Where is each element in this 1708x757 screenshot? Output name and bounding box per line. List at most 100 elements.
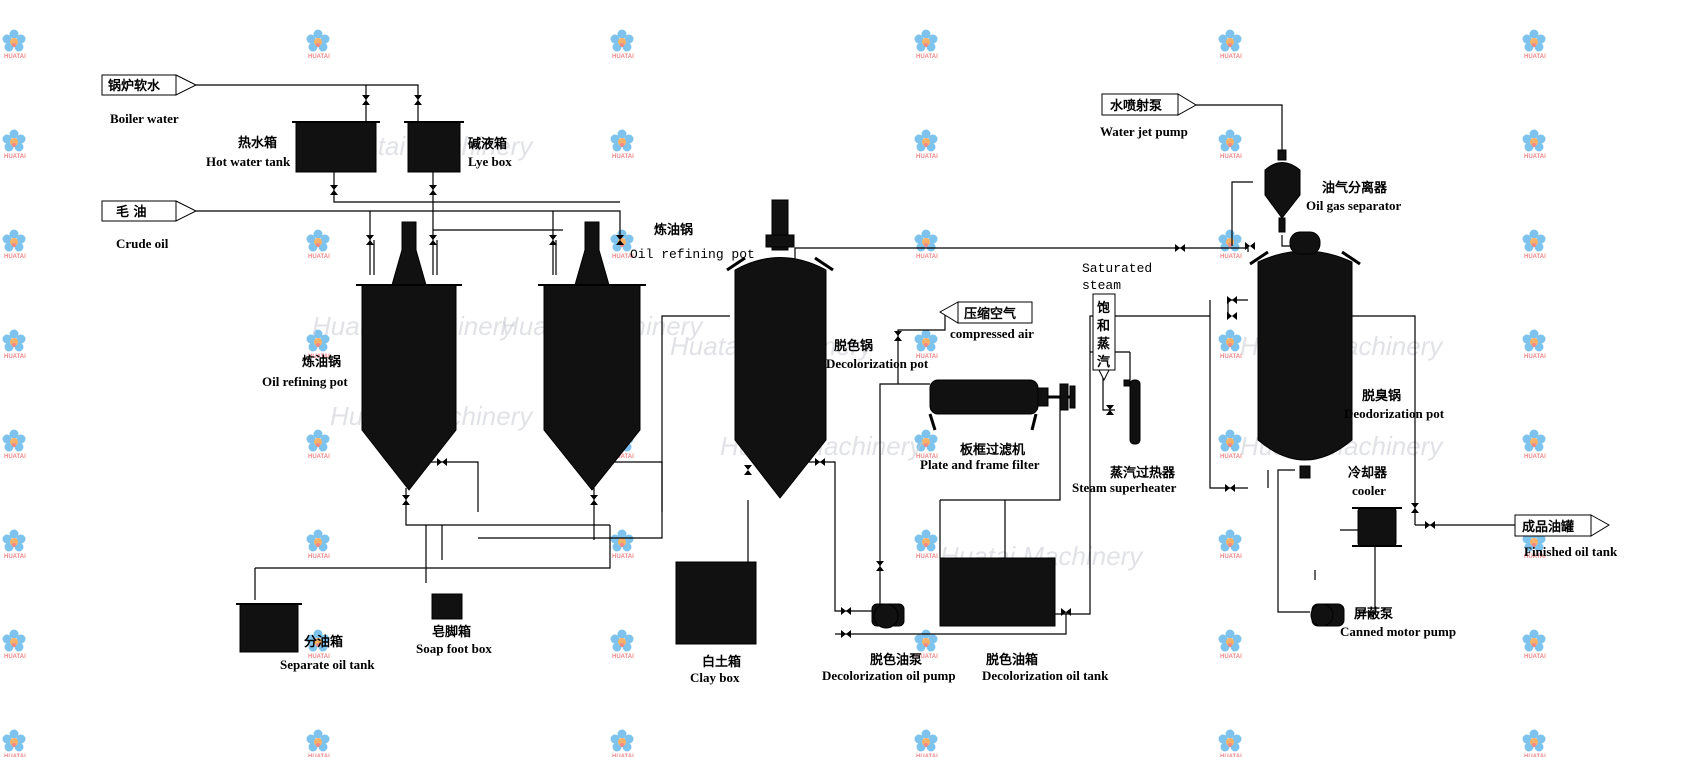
watermark-logo: HUATAI [1522, 529, 1546, 560]
watermark-logo: HUATAI [1218, 429, 1242, 460]
cooler [1352, 507, 1402, 547]
watermark-logo: HUATAI [610, 429, 634, 460]
water-jet-pump-cn: 水喷射泵 [1110, 98, 1162, 114]
oil-refining-pot-1 [356, 221, 462, 491]
hot-water-tank-en: Hot water tank [206, 154, 291, 169]
watermark-brand: HUATAI [308, 454, 330, 460]
watermark-logo: HUATAI [610, 629, 634, 660]
water-jet-pump-en: Water jet pump [1100, 124, 1188, 139]
watermark-logo: HUATAI [1218, 729, 1242, 757]
decolorization-oil-pump [871, 603, 905, 629]
lye-box-cn: 碱液箱 [468, 136, 507, 151]
boiler-water-en: Boiler water [110, 111, 179, 126]
watermark-brand: HUATAI [1524, 554, 1546, 560]
watermark-brand: HUATAI [1220, 154, 1242, 160]
steam-superheater [1123, 379, 1141, 445]
watermark-brand: HUATAI [4, 254, 26, 260]
crude-oil-en: Crude oil [116, 236, 169, 251]
watermark-brand: HUATAI [1524, 354, 1546, 360]
watermark-brand: HUATAI [1524, 254, 1546, 260]
watermark-logo: HUATAI [2, 429, 26, 460]
decolorization-oil-pump-en: Decolorization oil pump [822, 668, 956, 683]
watermark-brand: HUATAI [612, 454, 634, 460]
canned-motor-pump-cn: 屏蔽泵 [1354, 606, 1393, 621]
watermark-brand: HUATAI [4, 454, 26, 460]
watermark-brand: HUATAI [612, 154, 634, 160]
soap-foot-box [431, 593, 463, 620]
finished-oil-tank-box: 成品油罐 [1514, 514, 1610, 537]
watermark-brand: HUATAI [612, 54, 634, 60]
watermark-logo: HUATAI [2, 29, 26, 60]
watermark-brand: HUATAI [1524, 654, 1546, 660]
watermark-logo: HUATAI [610, 29, 634, 60]
watermark-brand: HUATAI [4, 354, 26, 360]
watermark-logo: HUATAI [610, 529, 634, 560]
decolorization-oil-tank [939, 557, 1056, 627]
pipe-network [180, 84, 1515, 635]
canned-motor-pump-en: Canned motor pump [1340, 624, 1456, 639]
watermark-logo: HUATAI [1522, 129, 1546, 160]
oil-refining-pot-2 [538, 221, 646, 491]
watermark-logo: HUATAI [610, 229, 634, 260]
watermark-brand: HUATAI [1220, 254, 1242, 260]
saturated-steam-cn-1: 饱 [1096, 300, 1110, 316]
watermark-brand: HUATAI [612, 554, 634, 560]
compressed-air-box: 压缩空气 [939, 301, 1033, 324]
hot-water-tank [292, 121, 380, 173]
watermark-logo: HUATAI [1522, 729, 1546, 757]
watermark-logo: HUATAI [610, 729, 634, 757]
watermark-logo: HUATAI [1218, 629, 1242, 660]
boiler-water-inlet: 锅炉软水 [101, 74, 198, 96]
watermark-logo: HUATAI [914, 329, 938, 360]
decolorization-pot-en: Decolorization pot [826, 356, 929, 371]
decolorization-oil-pump-cn: 脱色油泵 [870, 652, 922, 667]
finished-oil-tank-cn: 成品油罐 [1522, 519, 1574, 535]
oil-refining-pot-1-cn: 炼油锅 [302, 354, 341, 369]
watermark-logo: HUATAI [914, 629, 938, 660]
watermark-brand: HUATAI [916, 654, 938, 660]
watermark-brand: HUATAI [1524, 154, 1546, 160]
watermark-logo: HUATAI [914, 29, 938, 60]
watermark-brand: HUATAI [308, 754, 330, 757]
soap-foot-box-cn: 皂脚箱 [432, 624, 471, 639]
watermark-logo: HUATAI [306, 29, 330, 60]
watermark-logo: HUATAI [2, 529, 26, 560]
saturated-steam-cn-3: 蒸 [1097, 336, 1110, 352]
decolorization-pot-cn: 脱色锅 [834, 338, 873, 353]
watermark-brand: HUATAI [916, 754, 938, 757]
compressed-air-en: compressed air [950, 326, 1034, 341]
watermark-logo: HUATAI [2, 129, 26, 160]
watermark-logo: HUATAI [914, 529, 938, 560]
plate-frame-filter-cn: 板框过滤机 [960, 442, 1025, 457]
watermark-brand: HUATAI [1220, 54, 1242, 60]
watermark-logo: HUATAI [1522, 329, 1546, 360]
watermark-logo: HUATAI [2, 629, 26, 660]
finished-oil-tank-en: Finished oil tank [1524, 544, 1618, 559]
oil-gas-separator [1264, 149, 1301, 233]
watermark-brand: HUATAI [612, 754, 634, 757]
watermark-logo: HUATAI [1218, 229, 1242, 260]
oil-gas-separator-cn: 油气分离器 [1322, 180, 1388, 195]
oil-refining-pot-2-en: Oil refining pot [630, 247, 755, 262]
saturated-steam-en-1: Saturated [1082, 261, 1152, 276]
clay-box-cn: 白土箱 [702, 654, 741, 669]
separate-oil-tank-en: Separate oil tank [280, 657, 375, 672]
watermark-brand: HUATAI [308, 654, 330, 660]
watermark-brand: HUATAI [308, 54, 330, 60]
watermark-logo: HUATAI [914, 729, 938, 757]
lye-box-en: Lye box [468, 154, 512, 169]
watermark-brand: HUATAI [1220, 454, 1242, 460]
decolorization-oil-tank-cn: 脱色油箱 [986, 652, 1038, 667]
separate-oil-tank [236, 603, 302, 653]
watermark-brand: HUATAI [916, 254, 938, 260]
watermark-logo: HUATAI [306, 429, 330, 460]
watermark-logo: HUATAI [306, 329, 330, 360]
watermark-brand: HUATAI [1524, 754, 1546, 757]
watermark-logo: HUATAI [2, 329, 26, 360]
cooler-en: cooler [1352, 483, 1386, 498]
watermark-brand: HUATAI [1220, 554, 1242, 560]
crude-oil-cn: 毛 油 [116, 204, 147, 220]
oil-refining-pot-2-cn: 炼油锅 [654, 222, 693, 237]
watermark-logo: HUATAI [1218, 29, 1242, 60]
